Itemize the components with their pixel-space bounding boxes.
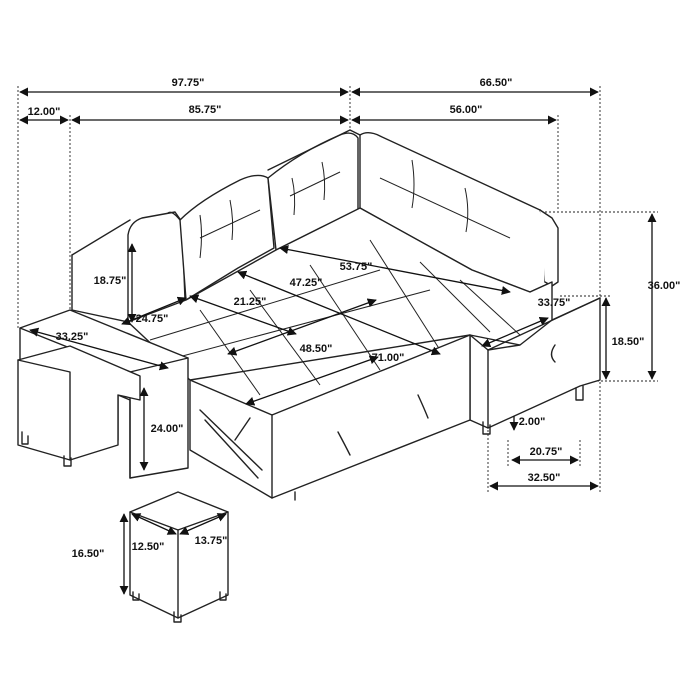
- label-bed-depth: 47.25": [290, 277, 323, 289]
- label-sofa-inner-width: 85.75": [189, 104, 222, 116]
- label-seat-width-left: 21.25": [234, 296, 267, 308]
- label-chaise-leg-span: 20.75": [530, 446, 563, 458]
- label-seat-height: 18.50": [612, 336, 645, 348]
- label-bed-width-long: 53.75": [340, 261, 373, 273]
- label-seat-depth-left: 24.75": [136, 313, 169, 325]
- label-ottoman-width: 13.75": [195, 535, 228, 547]
- label-leg-height: 2.00": [519, 416, 546, 428]
- label-ottoman-height: 16.50": [72, 548, 105, 560]
- extension-lines: [17, 86, 658, 492]
- dimension-arrows: [19, 87, 657, 595]
- label-bed-length: 71.00": [372, 352, 405, 364]
- dimension-labels: 97.75" 66.50" 12.00" 85.75" 56.00" 18.75…: [28, 77, 681, 560]
- ottoman: [129, 491, 229, 623]
- label-chaise-base-width: 32.50": [528, 472, 561, 484]
- label-bed-width: 48.50": [300, 343, 333, 355]
- label-arm-width: 12.00": [28, 106, 61, 118]
- label-chaise-depth: 33.75": [538, 297, 571, 309]
- label-overall-width: 97.75": [172, 77, 205, 89]
- label-arm-depth: 33.25": [56, 331, 89, 343]
- label-overall-height: 36.00": [648, 280, 681, 292]
- sofa-body: [17, 129, 601, 501]
- label-chaise-width: 66.50": [480, 77, 513, 89]
- label-back-height: 18.75": [94, 275, 127, 287]
- label-ottoman-depth: 12.50": [132, 541, 165, 553]
- label-chaise-inner-width: 56.00": [450, 104, 483, 116]
- label-arm-height: 24.00": [151, 423, 184, 435]
